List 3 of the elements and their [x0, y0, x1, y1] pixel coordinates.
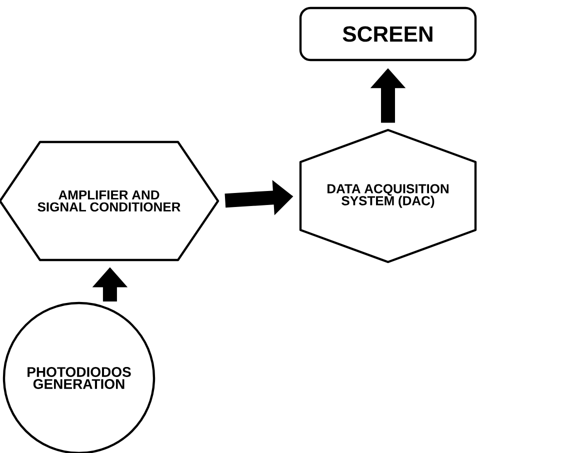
- hexagon: AMPLIFIER AND SIGNAL CONDITIONER: [0, 140, 220, 262]
- hexagon: DATA ACQUISITION SYSTEM (DAC): [299, 128, 477, 264]
- screen-box: SCREEN: [299, 6, 477, 62]
